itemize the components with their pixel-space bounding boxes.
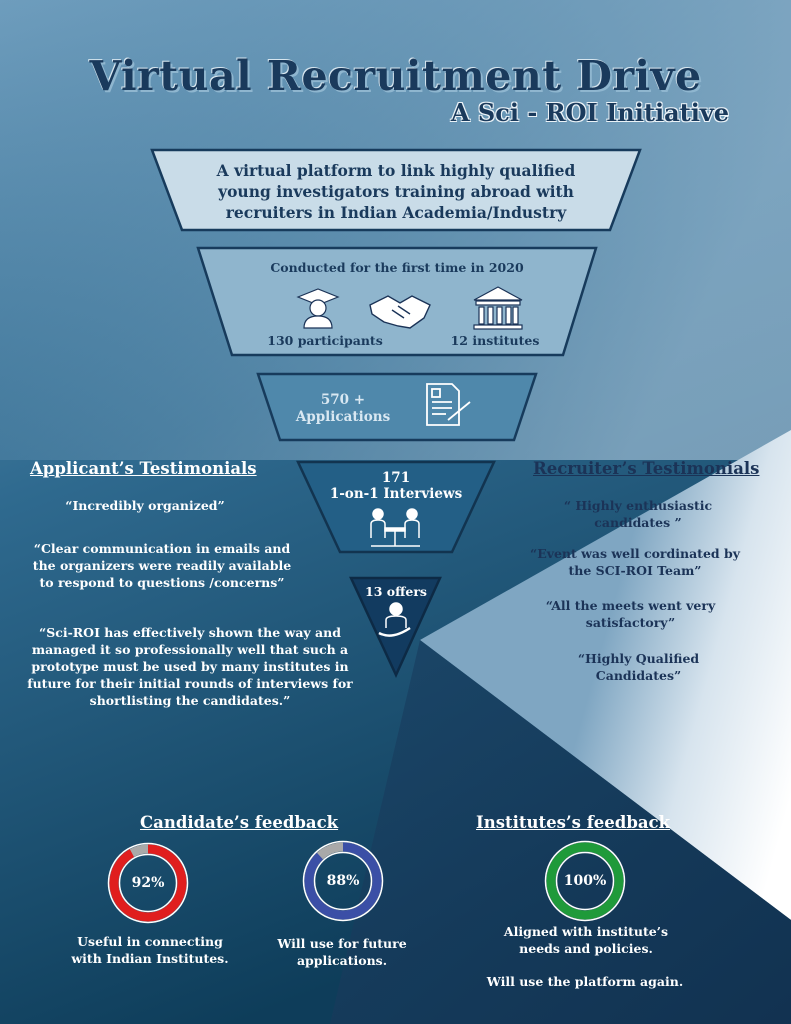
applicant-quote-2: “Clear communication in emails and the o… (32, 541, 292, 590)
gauge-institutes-inner-outline (555, 851, 615, 911)
gauge-value-future-use: 88% (326, 873, 360, 889)
caption-institutes-reuse: Will use the platform again. (486, 974, 684, 989)
caption-institutes-aligned: Aligned with institute’s needs and polic… (503, 924, 669, 956)
funnel-tier-4 (296, 460, 496, 554)
handshake-icon (369, 295, 431, 329)
page-subtitle: A Sci - ROI Initiative (450, 98, 730, 127)
participants-count: 130 participants (267, 333, 383, 348)
page-title: Virtual Recruitment Drive (89, 52, 702, 100)
recruiter-quote-2: “Event was well cordinated by the SCI-RO… (530, 546, 740, 578)
offer-hand-icon (378, 602, 411, 637)
recruiter-quote-4: “Highly Qualified Candidates” (577, 651, 700, 683)
gauge-future-use-inner-outline (313, 851, 373, 911)
applications-count: 570 + Applications (295, 392, 391, 425)
graduate-icon (296, 288, 340, 329)
gauge-institutes-arc (546, 842, 624, 920)
gauge-useful-outline (107, 842, 189, 924)
institutes-feedback-heading: Institutes’s feedback (476, 813, 671, 832)
interview-table-icon (370, 508, 420, 547)
gauge-institutes-outline (544, 840, 626, 922)
applicant-quote-3: “Sci-ROI has effectively shown the way a… (27, 625, 353, 708)
recruiter-quote-3: “All the meets went very satisfactory” (545, 598, 716, 630)
gauge-future-use-arc (304, 842, 382, 920)
institute-building-icon (473, 286, 523, 330)
caption-useful: Useful in connecting with Indian Institu… (71, 934, 229, 966)
offers-count: 13 offers (365, 584, 427, 599)
interviews-label: 1-on-1 Interviews (329, 486, 463, 502)
gauge-useful (107, 842, 189, 924)
gauge-institutes (544, 840, 626, 922)
gauge-future-use-outline (302, 840, 384, 922)
gauge-value-useful: 92% (131, 875, 165, 891)
funnel-tier-3 (256, 372, 538, 442)
funnel-tier-1 (150, 148, 642, 232)
institutes-count: 12 institutes (450, 333, 540, 348)
interviews-count: 171 (381, 470, 411, 486)
recruiter-testimonials-heading: Recruiter’s Testimonials (533, 459, 760, 478)
applicant-testimonials-heading: Applicant’s Testimonials (30, 459, 257, 478)
recruiter-quote-1: “ Highly enthusiastic candidates ” (563, 498, 713, 530)
funnel-tier-5 (349, 576, 442, 678)
gauge-useful-arc (109, 844, 187, 922)
applicant-quote-1: “Incredibly organized” (65, 498, 225, 513)
candidate-feedback-heading: Candidate’s feedback (140, 813, 339, 832)
application-document-icon (426, 383, 471, 426)
gauge-useful-inner-outline (118, 853, 178, 913)
caption-future-use: Will use for future applications. (277, 936, 407, 968)
funnel-tier-1-text: A virtual platform to link highly qualif… (216, 161, 576, 222)
gauge-value-institutes: 100% (563, 873, 607, 889)
gauge-future-use (302, 840, 384, 922)
funnel-tier-2-heading: Conducted for the first time in 2020 (270, 260, 524, 275)
